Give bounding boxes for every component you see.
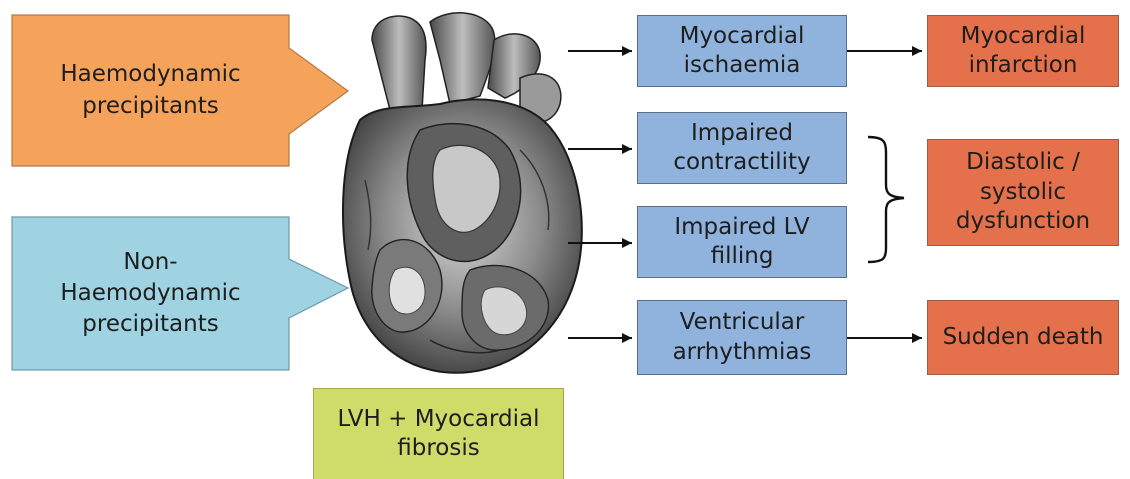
ventricular-arrhythmias-box: Ventricular arrhythmias [637,300,847,375]
grouping-brace [868,137,904,262]
lvh-myocardial-fibrosis-box: LVH + Myocardial fibrosis [313,388,564,479]
impaired-lv-filling-box: Impaired LV filling [637,206,847,278]
heart-anatomy-illustration [343,13,582,373]
impaired-contractility-box: Impaired contractility [637,112,847,184]
diastolic-systolic-dysfunction-box: Diastolic / systolic dysfunction [927,139,1119,246]
sudden-death-box: Sudden death [927,300,1119,375]
myocardial-ischaemia-box: Myocardial ischaemia [637,15,847,87]
non-haemodynamic-precipitants-label: Non- Haemodynamic precipitants [12,217,289,370]
myocardial-infarction-box: Myocardial infarction [927,15,1119,87]
haemodynamic-precipitants-label: Haemodynamic precipitants [12,15,289,166]
